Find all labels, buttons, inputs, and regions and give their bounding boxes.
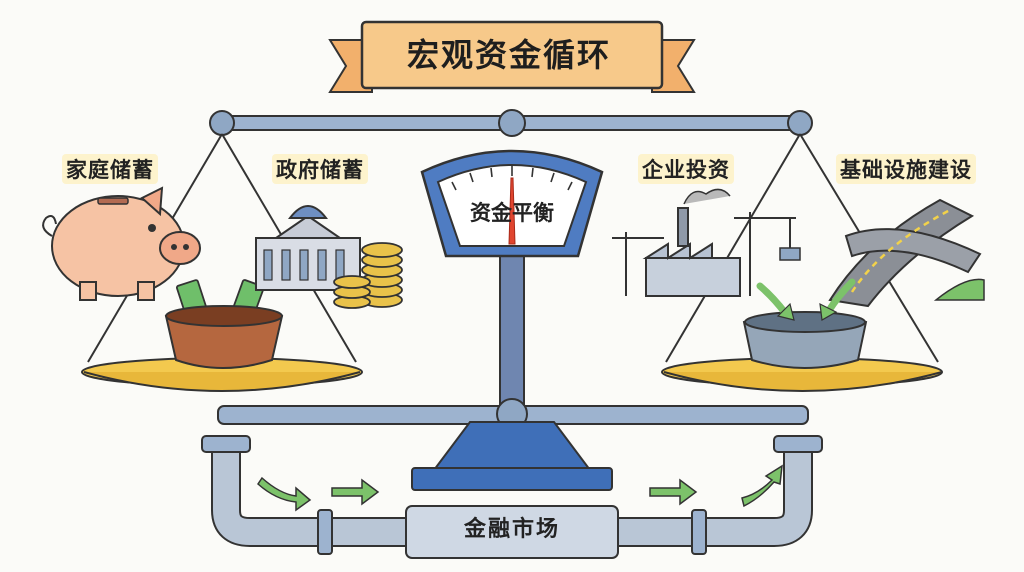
left-pan — [81, 357, 363, 392]
savings-pot-icon — [164, 279, 284, 369]
title-banner — [328, 20, 696, 93]
scale-pillar — [217, 247, 809, 491]
government-savings-label: 政府储蓄 — [272, 154, 368, 184]
infrastructure-label: 基础设施建设 — [836, 154, 976, 184]
gauge-needle — [508, 177, 516, 245]
factory-icon — [612, 188, 801, 297]
scale-beam — [209, 109, 813, 137]
financial-market-label: 金融市场 — [463, 517, 560, 542]
inflow-arrow-right-pot — [819, 278, 856, 321]
right-pan — [661, 357, 943, 392]
gauge-label: 资金平衡 — [470, 201, 554, 225]
balance-gauge — [420, 149, 604, 258]
financial-pipeline — [201, 435, 823, 559]
household-savings-label: 家庭储蓄 — [62, 154, 158, 184]
inflow-arrow-left-pot — [756, 282, 795, 321]
diagram-title: 宏观资金循环 — [406, 36, 611, 74]
corporate-investment-label: 企业投资 — [638, 154, 734, 184]
infrastructure-road-icon — [828, 198, 985, 308]
investment-pot-icon — [742, 311, 868, 369]
flow-arrows — [257, 464, 783, 512]
piggy-bank-icon — [42, 186, 201, 301]
coin-stack-icon — [333, 242, 403, 309]
